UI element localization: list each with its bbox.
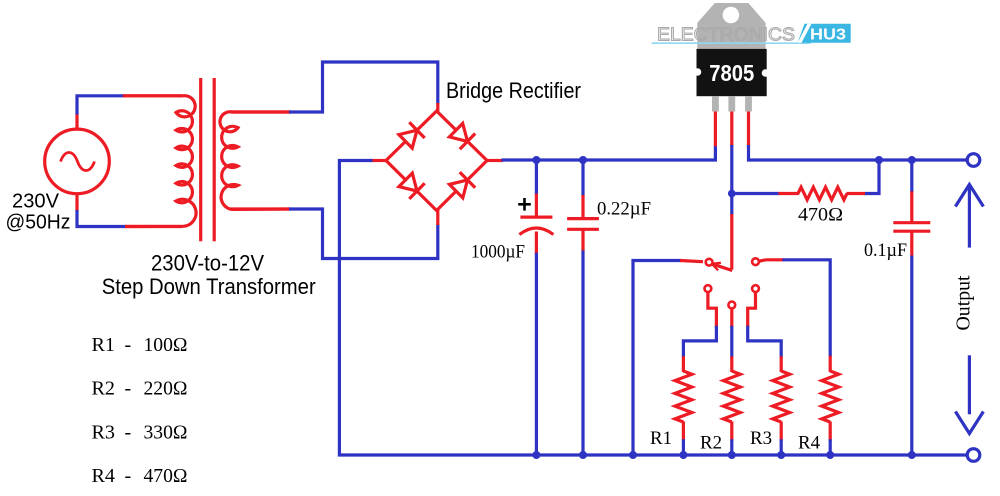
svg-text:0.22µF: 0.22µF: [597, 200, 651, 220]
svg-text:R4: R4: [798, 434, 820, 454]
svg-text:@50Hz: @50Hz: [6, 212, 71, 234]
svg-text:Bridge Rectifier: Bridge Rectifier: [446, 78, 581, 103]
svg-text:R1: R1: [92, 334, 116, 356]
svg-text:R3: R3: [750, 429, 772, 449]
svg-text:0.1µF: 0.1µF: [864, 241, 907, 261]
svg-text:7805: 7805: [709, 60, 754, 86]
svg-text:100Ω: 100Ω: [144, 334, 188, 356]
svg-text:R1: R1: [650, 429, 672, 449]
svg-text:470Ω: 470Ω: [144, 465, 188, 487]
svg-text:220Ω: 220Ω: [144, 378, 188, 400]
svg-text:Step Down Transformer: Step Down Transformer: [102, 274, 316, 299]
svg-text:230V-to-12V: 230V-to-12V: [151, 251, 264, 276]
svg-text:R2: R2: [700, 434, 722, 454]
svg-text:230V: 230V: [12, 191, 60, 213]
svg-text:1000µF: 1000µF: [471, 243, 525, 263]
svg-text:470Ω: 470Ω: [798, 206, 843, 226]
svg-text:HU3: HU3: [810, 26, 846, 43]
svg-text:-: -: [125, 378, 132, 400]
svg-text:R3: R3: [92, 421, 116, 443]
svg-text:R4: R4: [92, 465, 116, 487]
svg-text:ELECTRONICS: ELECTRONICS: [657, 24, 795, 45]
svg-text:-: -: [125, 334, 132, 356]
svg-text:330Ω: 330Ω: [144, 421, 188, 443]
svg-text:-: -: [125, 465, 132, 487]
svg-text:Output: Output: [954, 275, 975, 331]
svg-text:-: -: [125, 421, 132, 443]
svg-text:R2: R2: [92, 378, 116, 400]
